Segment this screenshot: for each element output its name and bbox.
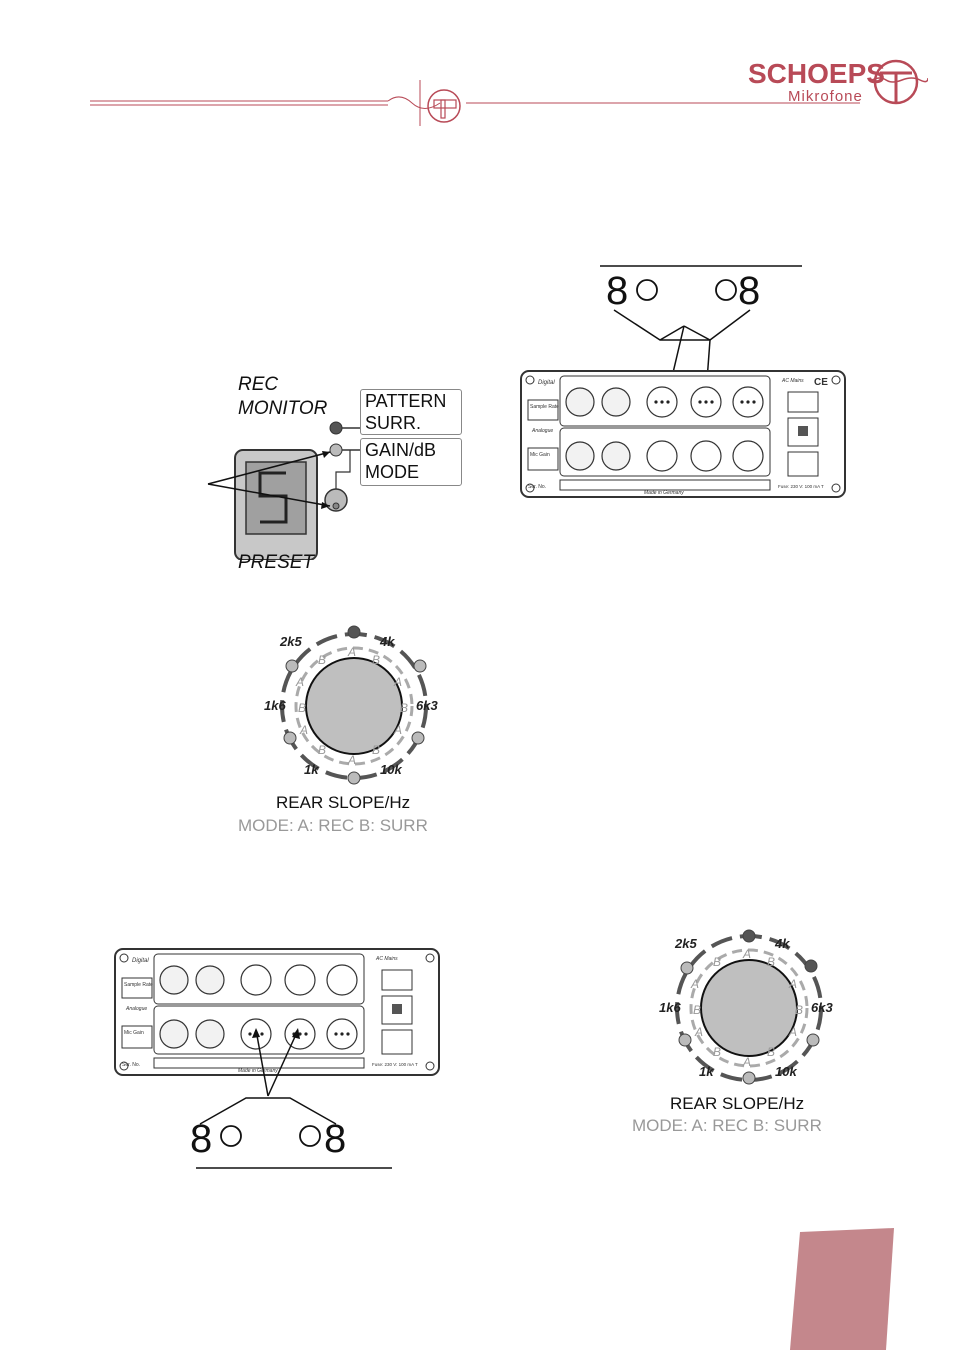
svg-text:B: B <box>372 743 380 757</box>
svg-text:Ser. No.: Ser. No. <box>122 1062 140 1068</box>
svg-text:B: B <box>318 653 326 667</box>
svg-text:1k: 1k <box>699 1064 714 1079</box>
dial-label-4k: 4k <box>379 634 395 649</box>
svg-text:Analogue: Analogue <box>125 1006 147 1012</box>
svg-text:Made in Germany: Made in Germany <box>238 1068 278 1074</box>
svg-text:Fuse: 230 V: 100 mA T: Fuse: 230 V: 100 mA T <box>372 1062 418 1067</box>
dial-bottom-title: REAR SLOPE/Hz <box>670 1094 805 1113</box>
rear-panel-top: Digital Sample Rate Analogue Mic Gain AC… <box>520 370 846 498</box>
svg-text:A: A <box>393 675 402 689</box>
svg-text:A: A <box>742 947 751 961</box>
svg-text:Digital: Digital <box>132 958 149 964</box>
svg-text:6k3: 6k3 <box>811 1000 833 1015</box>
svg-text:B: B <box>795 1003 803 1017</box>
mode-label: MODE <box>365 462 419 482</box>
rear-panel-bottom-callout: 8 8 <box>190 1028 392 1169</box>
svg-text:B: B <box>298 701 306 715</box>
svg-text:Digital: Digital <box>538 380 555 386</box>
dial-bottom-mode: MODE: A: REC B: SURR <box>632 1116 822 1135</box>
pattern-label: PATTERN <box>365 391 447 411</box>
svg-text:Fuse: 230 V: 100 mA T: Fuse: 230 V: 100 mA T <box>778 484 824 489</box>
svg-text:A: A <box>347 753 356 767</box>
front-panel-diagram <box>207 421 360 560</box>
brand-name: SCHOEPS <box>748 58 885 89</box>
dial-label-1k6: 1k6 <box>264 698 286 713</box>
svg-text:B: B <box>767 955 775 969</box>
led-gain <box>329 443 343 457</box>
dial-top-mode: MODE: A: REC B: SURR <box>238 816 428 835</box>
svg-text:B: B <box>767 1045 775 1059</box>
surr-label: SURR. <box>365 413 422 433</box>
svg-text:B: B <box>372 653 380 667</box>
segment-digit-left: 8 <box>606 269 628 313</box>
svg-text:B: B <box>693 1003 701 1017</box>
segment-digit-right: 8 <box>738 269 760 313</box>
dial-label-2k5: 2k5 <box>279 634 302 649</box>
header-rule <box>90 80 860 126</box>
dial-label-6k3: 6k3 <box>416 698 438 713</box>
svg-text:B: B <box>713 1045 721 1059</box>
svg-text:B: B <box>400 701 408 715</box>
brand-logo: SCHOEPS Mikrofone <box>748 58 928 108</box>
svg-text:A: A <box>694 1025 703 1039</box>
rec-label: REC <box>238 374 279 395</box>
svg-text:1k6: 1k6 <box>659 1000 681 1015</box>
svg-text:AC Mains: AC Mains <box>781 378 804 384</box>
svg-text:B: B <box>318 743 326 757</box>
svg-text:A: A <box>788 1025 797 1039</box>
rear-slope-knob <box>305 657 403 755</box>
rear-panel-top-callout: 8 8 <box>600 265 802 398</box>
pattern-box: PATTERN SURR. <box>360 389 462 435</box>
svg-text:A: A <box>347 645 356 659</box>
t-logo-icon <box>427 89 461 123</box>
svg-text:2k5: 2k5 <box>674 936 697 951</box>
svg-text:A: A <box>742 1055 751 1069</box>
svg-text:AC Mains: AC Mains <box>375 956 398 962</box>
brand-subtitle: Mikrofone <box>788 88 863 105</box>
svg-text:4k: 4k <box>774 936 790 951</box>
svg-text:Made in Germany: Made in Germany <box>644 490 684 496</box>
svg-text:Analogue: Analogue <box>531 428 553 434</box>
svg-text:10k: 10k <box>775 1064 797 1079</box>
svg-text:Sample Rate: Sample Rate <box>530 404 559 410</box>
rear-panel-bottom: Digital Sample Rate Analogue Mic Gain AC… <box>114 948 440 1076</box>
svg-text:Mic Gain: Mic Gain <box>530 452 550 458</box>
svg-text:A: A <box>295 675 304 689</box>
svg-text:A: A <box>393 723 402 737</box>
monitor-label: MONITOR <box>238 398 328 419</box>
dial-label-10k: 10k <box>380 762 402 777</box>
svg-text:A: A <box>299 723 308 737</box>
svg-text:CE: CE <box>814 377 828 388</box>
svg-text:A: A <box>788 977 797 991</box>
svg-text:8: 8 <box>190 1117 212 1161</box>
dial-label-1k: 1k <box>304 762 319 777</box>
svg-text:B: B <box>713 955 721 969</box>
svg-text:Mic Gain: Mic Gain <box>124 1030 144 1036</box>
svg-text:Ser. No.: Ser. No. <box>528 484 546 490</box>
gain-box: GAIN/dB MODE <box>360 438 462 486</box>
page-accent-tab <box>790 1228 894 1350</box>
dial-top-title: REAR SLOPE/Hz <box>276 793 411 812</box>
svg-text:8: 8 <box>324 1117 346 1161</box>
svg-text:Sample Rate: Sample Rate <box>124 982 153 988</box>
svg-text:A: A <box>690 977 699 991</box>
gain-label: GAIN/dB <box>365 440 437 460</box>
schoeps-emblem-icon <box>872 59 928 105</box>
led-pattern <box>329 421 343 435</box>
preset-label: PRESET <box>238 552 315 573</box>
